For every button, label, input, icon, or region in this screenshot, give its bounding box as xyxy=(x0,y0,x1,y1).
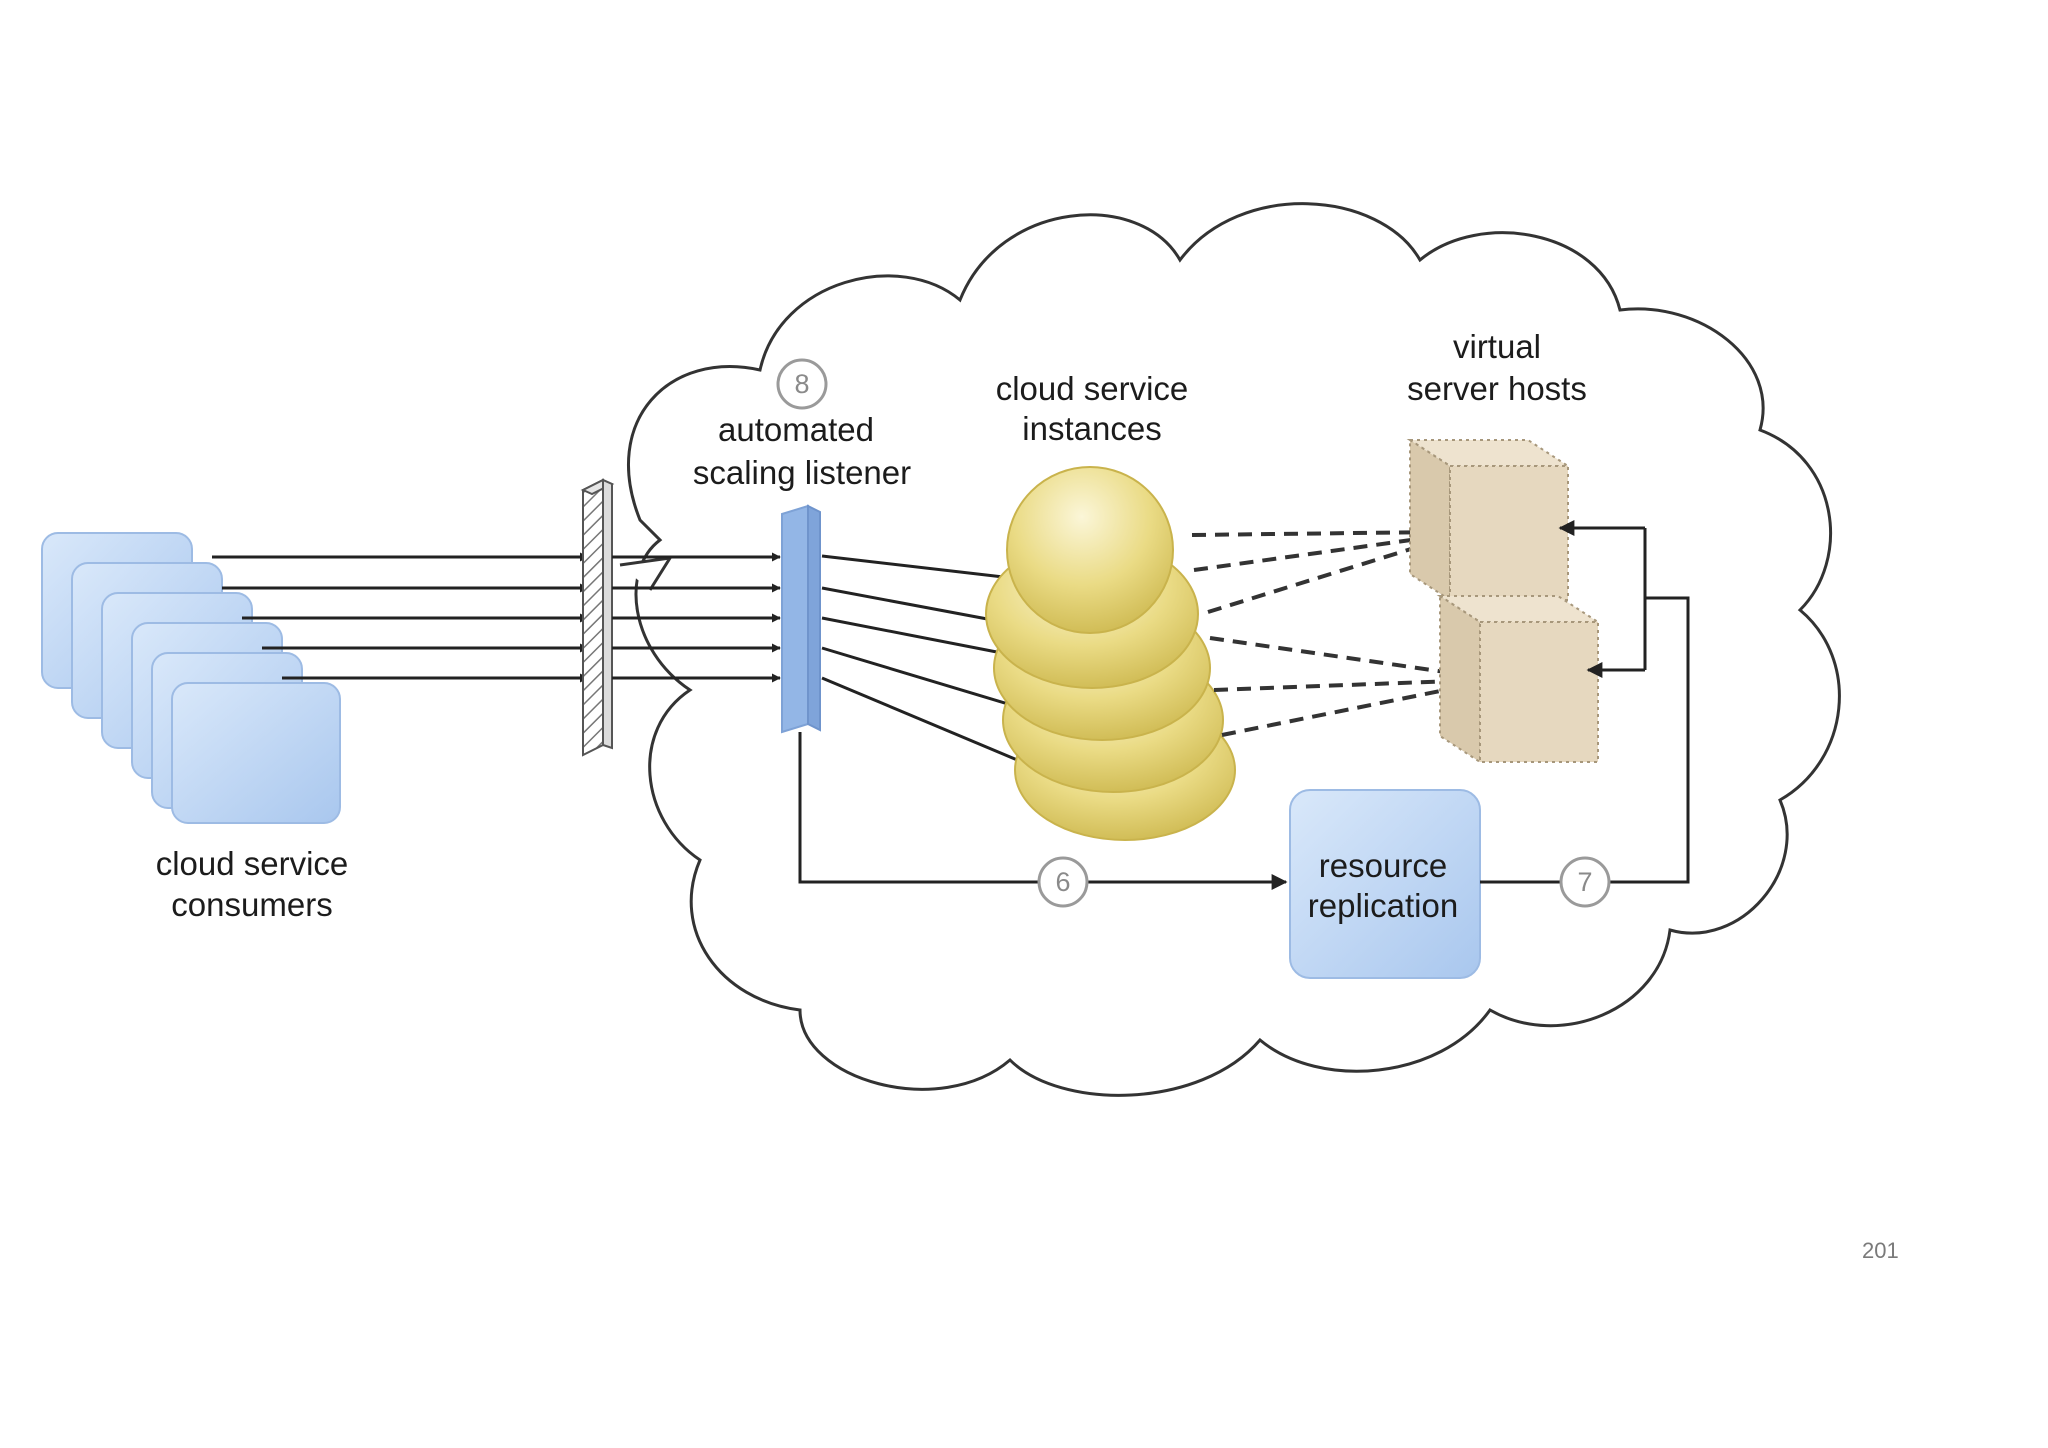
consumers-label-line2: consumers xyxy=(171,886,332,923)
firewall xyxy=(580,478,615,757)
cloud-service-consumers xyxy=(41,532,341,824)
cloud-boundary xyxy=(627,202,1841,1097)
listener-to-replication-connector xyxy=(798,732,1288,890)
request-lines-in xyxy=(212,552,589,683)
instances-label-line2: instances xyxy=(1022,410,1161,447)
resource-replication-box xyxy=(1289,789,1481,979)
virtual-server-hosts xyxy=(1406,438,1602,764)
step-7-marker: 7 xyxy=(1559,856,1611,908)
hosts-label-line2: server hosts xyxy=(1407,370,1587,407)
request-lines-listener xyxy=(612,552,781,683)
listener-label-line1: automated xyxy=(718,411,874,448)
automated-scaling-listener xyxy=(781,504,821,734)
listener-label-line2: scaling listener xyxy=(693,454,911,491)
instance-host-links xyxy=(1191,530,1481,737)
cloud-service-instances xyxy=(985,466,1236,841)
virtual-server-host xyxy=(1436,594,1602,764)
replication-label-line2: replication xyxy=(1308,887,1458,924)
hosts-label-line1: virtual xyxy=(1453,328,1541,365)
instances-label-line1: cloud service xyxy=(996,370,1189,407)
step-6-marker: 6 xyxy=(1037,856,1089,908)
virtual-server-host xyxy=(1406,438,1572,602)
replication-label-line1: resource xyxy=(1319,847,1447,884)
step-8-number: 8 xyxy=(794,369,809,399)
step-6-number: 6 xyxy=(1055,867,1070,897)
page-number: 201 xyxy=(1862,1238,1899,1263)
step-7-number: 7 xyxy=(1577,867,1592,897)
consumer-node xyxy=(171,682,341,824)
consumers-label-line1: cloud service xyxy=(156,845,349,882)
instance-sphere xyxy=(1006,466,1174,634)
step-8-marker: 8 xyxy=(776,358,828,410)
